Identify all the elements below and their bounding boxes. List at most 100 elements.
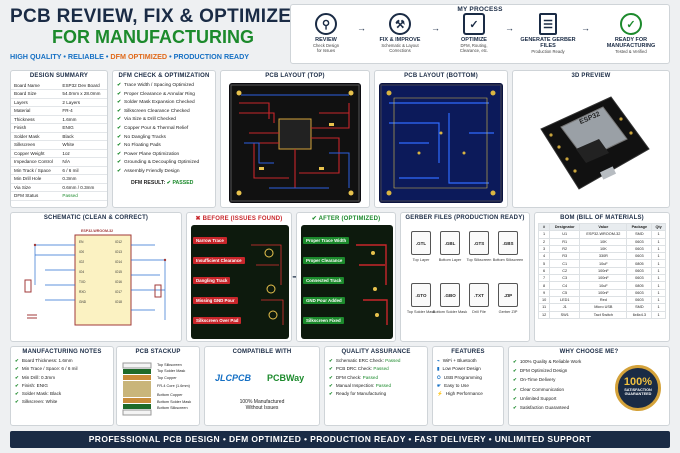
check-circle-icon: ✔ xyxy=(513,405,517,411)
check-icon: ✔ xyxy=(15,399,19,405)
list-item: ✔Silkscreen: White xyxy=(11,398,113,406)
table-cell: 1 xyxy=(651,295,666,305)
battery-icon: ▮ xyxy=(437,366,440,372)
row-value: 2 Layers xyxy=(59,98,107,107)
check-icon: ✔ xyxy=(117,83,122,88)
issue-tag: Missing GND Pour xyxy=(193,297,238,304)
page-subtitle: FOR MANUFACTURING xyxy=(52,27,254,47)
process-title: MY PROCESS xyxy=(457,6,503,13)
before-title: ✖ BEFORE (ISSUES FOUND) xyxy=(195,216,283,222)
issue-tag: Dangling Track xyxy=(193,277,231,284)
svg-text:IO17: IO17 xyxy=(115,290,122,294)
table-cell: 1 xyxy=(651,303,666,312)
list-item: ▮Low Power Design xyxy=(433,365,503,373)
list-item: ✔Solder Mask: Black xyxy=(11,390,113,398)
table-cell: 10K xyxy=(579,237,628,246)
table-cell: Red xyxy=(579,295,628,305)
table-cell: 0603 xyxy=(626,237,653,246)
issue-tag: Narrow Trace xyxy=(193,237,227,244)
check-circle-icon: ✔ xyxy=(513,386,517,392)
item-label: USB Programming xyxy=(443,374,482,380)
table-cell: 1 xyxy=(651,281,666,290)
x-icon: ✖ xyxy=(195,216,201,222)
list-item: ✔Solder Mask Expansion Checked xyxy=(113,99,215,108)
page-title: PCB REVIEW, FIX & OPTIMIZE xyxy=(10,6,292,27)
row-value: 54.0mm x 28.0mm xyxy=(59,89,107,99)
row-key: Thickness xyxy=(11,115,60,124)
table-cell: C5 xyxy=(549,288,581,297)
svg-text:TXD: TXD xyxy=(79,280,86,284)
check-circle-icon: ✔ xyxy=(513,359,517,364)
row-key: Material xyxy=(11,106,60,116)
file-icon: .TXT xyxy=(469,283,489,307)
check-icon: ✔ xyxy=(15,366,19,372)
check-icon: ✔ xyxy=(311,216,317,222)
row-key: Min Drill Hole xyxy=(11,174,60,184)
item-status: Passed xyxy=(375,382,392,388)
item-label: Solder Mask Expansion Checked xyxy=(124,100,195,106)
item-label: Silkscreen Clearance Checked xyxy=(124,108,190,114)
row-value: 1oz xyxy=(59,149,107,158)
file-label: Bottom Silkscreen xyxy=(492,258,524,262)
wifi-icon: ⌁ xyxy=(437,358,440,363)
table-cell: 6 xyxy=(537,266,551,276)
table-cell: SMD xyxy=(626,230,653,239)
check-icon: ✔ xyxy=(117,134,122,140)
qa-panel: QUALITY ASSURANCE ✔Schematic ERC Check: … xyxy=(324,346,428,426)
why-title: WHY CHOOSE ME? xyxy=(559,349,619,355)
table-cell: SMD xyxy=(626,303,653,312)
table-cell: 1 xyxy=(537,230,551,239)
table-cell: 330R xyxy=(579,252,628,261)
svg-text:IO0: IO0 xyxy=(79,250,84,254)
list-item: ✔No Dangling Tracks xyxy=(113,134,215,143)
fix-tag: Silkscreen Fixed xyxy=(303,317,344,324)
search-icon: ⚲ xyxy=(315,13,337,35)
item-label: No Floating Pads xyxy=(124,143,161,149)
table-cell: Micro USB xyxy=(579,303,628,312)
row-value: 0.3mm xyxy=(59,174,107,184)
table-cell: Tact Switch xyxy=(579,310,628,319)
check-icon: ✔ xyxy=(117,100,122,106)
item-label: Satisfaction Guaranteed xyxy=(519,405,570,411)
item-label: Schematic ERC Check: xyxy=(335,358,386,363)
table-cell: 11 xyxy=(537,303,551,312)
list-item: ✔Via Size & Drill Checked xyxy=(113,116,215,125)
dfm-result: DFM RESULT: ✔ PASSED xyxy=(131,179,194,186)
after-title: ✔ AFTER (OPTIMIZED) xyxy=(311,216,381,222)
table-cell: 100nF xyxy=(579,274,628,283)
check-icon: ✓ xyxy=(463,13,485,35)
table-cell: 0603 xyxy=(626,274,653,283)
fix-tag: Proper Trace Width xyxy=(303,237,350,244)
table-cell: 5 xyxy=(537,259,551,268)
before-board: Narrow Trace Insufficient Clearance Dang… xyxy=(191,225,289,339)
row-value: White xyxy=(59,140,107,150)
check-icon: ✔ xyxy=(329,391,333,397)
row-value: 0.6mm / 0.3mm xyxy=(59,183,107,192)
row-value: 1.6mm xyxy=(59,115,107,124)
preview-3d-panel: 3D PREVIEW ESP32 xyxy=(512,70,670,208)
table-cell: 0603 xyxy=(626,288,653,297)
compat-title: COMPATIBLE WITH xyxy=(232,349,292,355)
list-item: ✔Min Trace / Space: 6 / 6 mil xyxy=(11,365,113,373)
list-item: ✔Clear Communication xyxy=(509,385,669,394)
table-cell: R3 xyxy=(549,252,581,261)
board-3d-image: ESP32 xyxy=(531,89,653,199)
bolt-icon: ⚡ xyxy=(437,391,443,397)
check-icon: ✔ xyxy=(15,374,19,380)
file-label: Top Layer xyxy=(412,258,430,262)
item-status: Passed xyxy=(362,374,378,380)
svg-text:RXD: RXD xyxy=(79,290,86,294)
file-icon: .GBL xyxy=(440,231,460,255)
row-value: ENIG xyxy=(59,123,107,133)
table-cell: 8 xyxy=(537,281,551,290)
pcb-top-image xyxy=(229,83,361,203)
